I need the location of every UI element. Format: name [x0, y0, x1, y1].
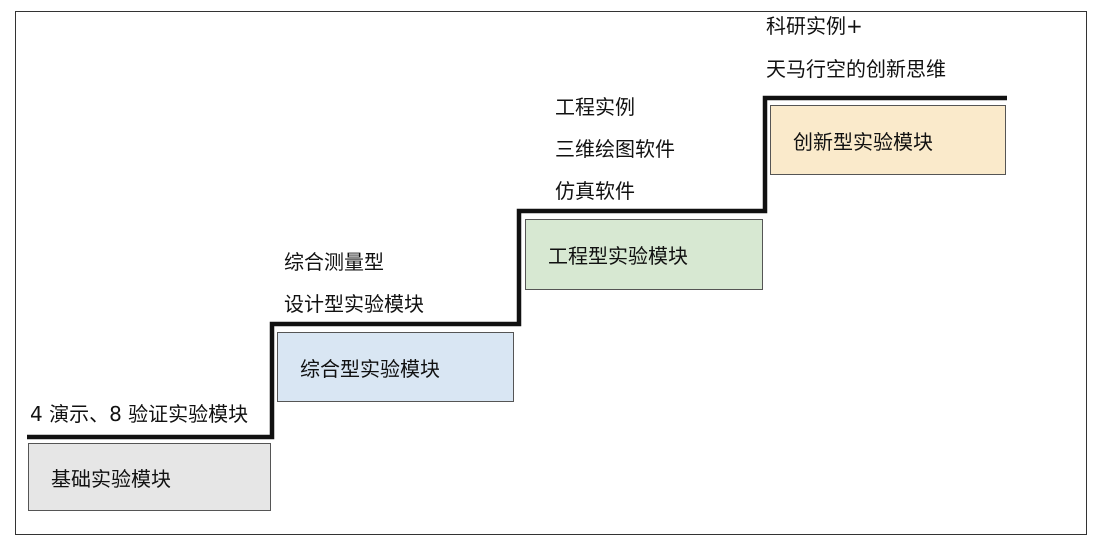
module-label-engineering: 工程型实验模块	[548, 244, 688, 268]
desc-comprehensive-line-1: 综合测量型	[284, 250, 384, 274]
module-label-comprehensive: 综合型实验模块	[300, 356, 440, 381]
desc-engineering-line-3: 仿真软件	[555, 179, 635, 203]
desc-innovative-line-1: 科研实例+	[766, 14, 863, 38]
module-label-basic: 基础实验模块	[51, 466, 171, 491]
desc-engineering-line-2: 三维绘图软件	[555, 137, 675, 161]
module-box-engineering: 工程型实验模块	[525, 219, 763, 290]
desc-innovative-line-2: 天马行空的创新思维	[766, 57, 946, 81]
diagram-frame	[15, 11, 1087, 535]
desc-engineering-line-1: 工程实例	[555, 95, 635, 119]
desc-comprehensive-line-2: 设计型实验模块	[284, 292, 424, 316]
module-box-basic: 基础实验模块	[28, 443, 271, 511]
module-label-innovative: 创新型实验模块	[793, 129, 933, 154]
desc-basic-line-1: 4 演示、8 验证实验模块	[30, 402, 249, 426]
module-box-comprehensive: 综合型实验模块	[277, 332, 514, 402]
module-box-innovative: 创新型实验模块	[770, 105, 1006, 175]
